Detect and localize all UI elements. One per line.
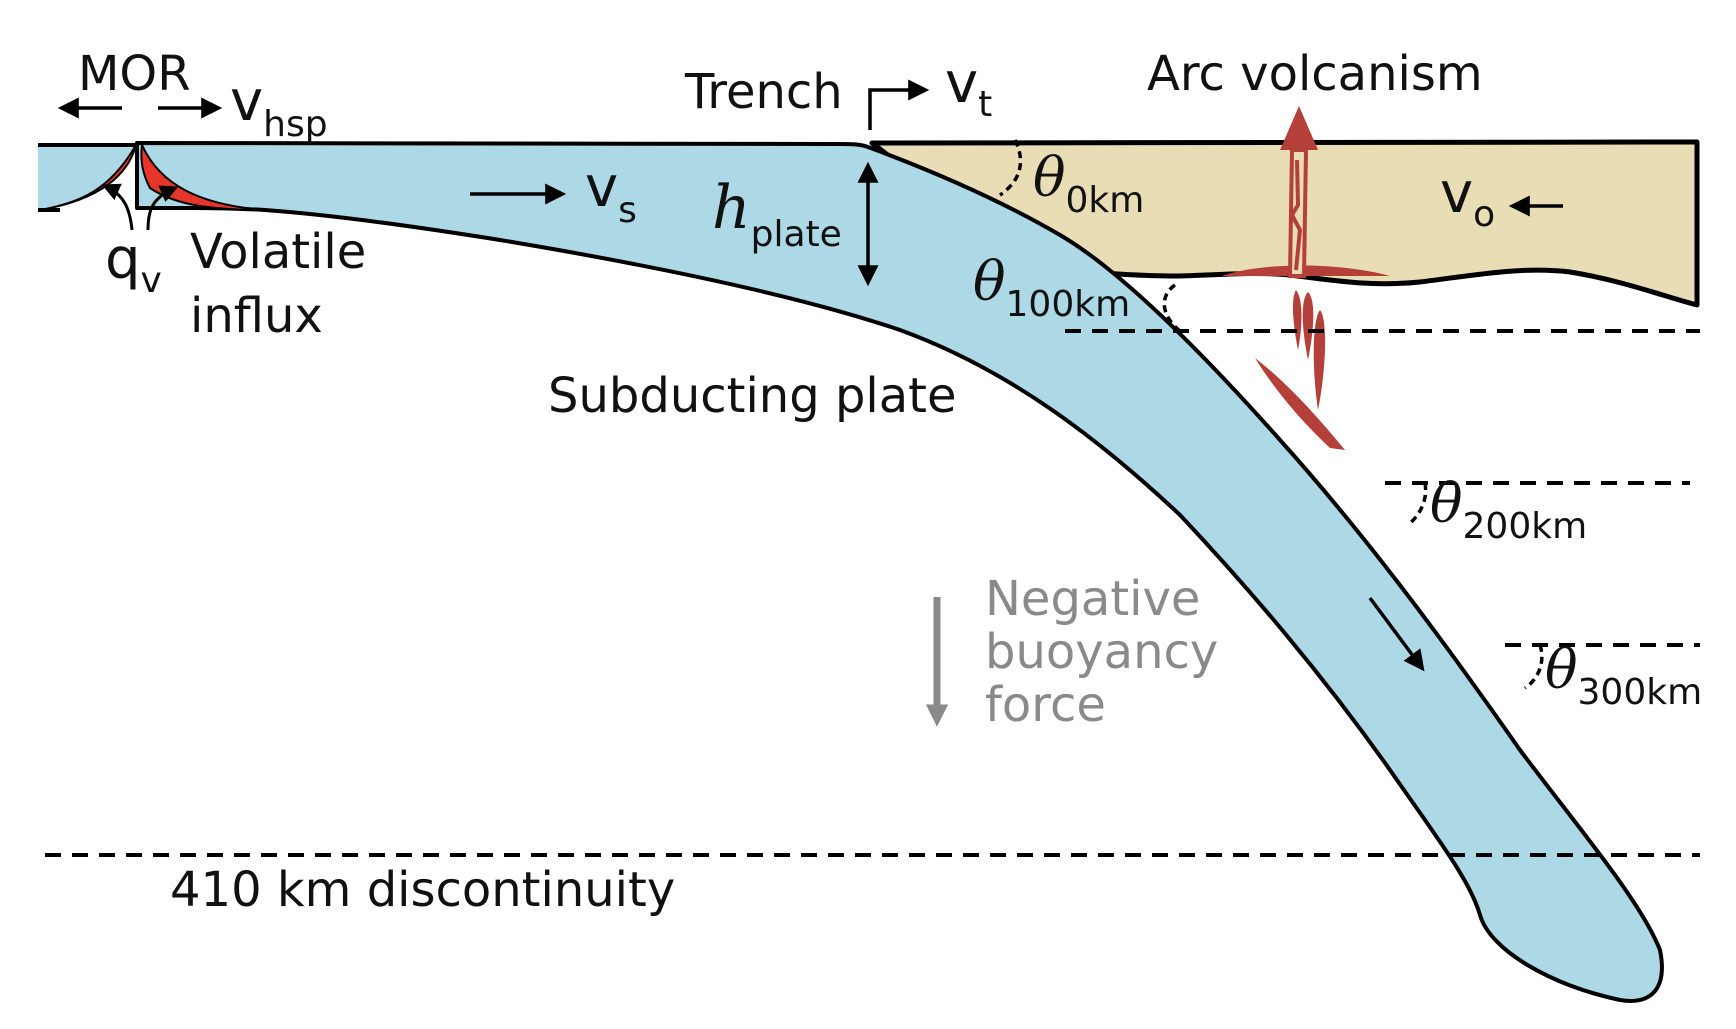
angle-arc-300km — [1523, 644, 1544, 690]
subducting-plate — [135, 141, 1664, 1003]
volcano-arrowhead — [1280, 106, 1318, 150]
melt-drop-3 — [1313, 310, 1326, 410]
angle-arc-0km — [998, 139, 1023, 197]
q-v-label: qv — [105, 227, 162, 301]
trench-label: Trench — [684, 64, 843, 120]
h-plate-label: hplate — [712, 173, 842, 255]
mor-left-plate — [38, 145, 136, 210]
theta-100km-label: θ100km — [973, 250, 1130, 325]
mor-label: MOR — [78, 46, 191, 102]
theta-200km-label: θ200km — [1430, 472, 1587, 547]
magma-conduit-crack — [1289, 159, 1303, 271]
volatile-influx-label-2: influx — [190, 288, 323, 344]
mantle-wedge-melt — [1255, 358, 1345, 450]
v-t-label: vt — [945, 51, 992, 125]
negative-buoyancy-label-1: Negative — [985, 571, 1200, 627]
melt-drop-2 — [1302, 292, 1314, 360]
volatile-wedge-left — [39, 144, 137, 211]
volatile-arrow-left — [101, 183, 134, 231]
trench-arrow — [868, 79, 930, 130]
angle-arc-100km — [1162, 283, 1182, 333]
v-s-label: vs — [585, 155, 637, 231]
theta-300km-label: θ300km — [1545, 638, 1702, 713]
theta-0km-label: θ0km — [1033, 146, 1144, 221]
volatile-influx-label-1: Volatile — [190, 224, 366, 280]
volatile-arrow-right — [146, 185, 179, 231]
melt-drop-1 — [1292, 290, 1302, 350]
arc-volcanism-label: Arc volcanism — [1147, 46, 1483, 102]
v-o-label: vo — [1440, 161, 1495, 235]
angle-arc-200km — [1406, 482, 1428, 527]
discontinuity-label: 410 km discontinuity — [170, 862, 675, 918]
subducting-plate-label: Subducting plate — [548, 368, 957, 424]
negative-buoyancy-label-2: buoyancy — [985, 624, 1218, 680]
slab-sinking-arrow — [1368, 596, 1425, 672]
v-hsp-label: vhsp — [230, 69, 328, 145]
negative-buoyancy-label-3: force — [985, 677, 1106, 733]
